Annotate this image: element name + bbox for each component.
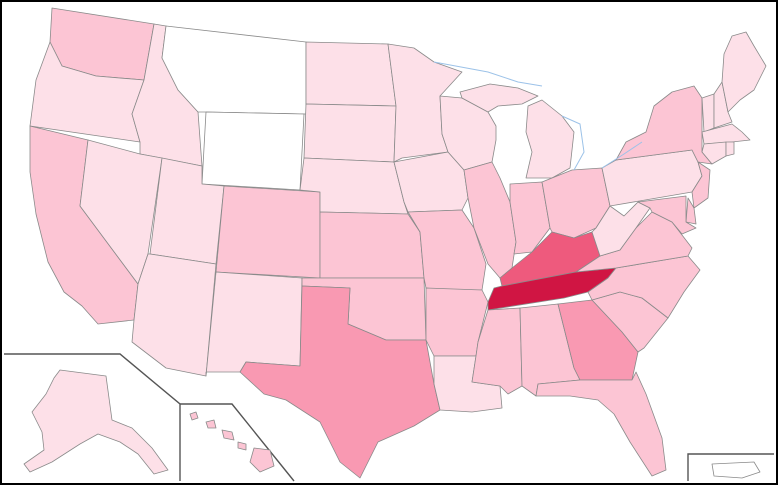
state-tx[interactable]	[239, 285, 441, 479]
state-ak[interactable]	[23, 369, 169, 475]
state-md[interactable]	[637, 195, 697, 235]
state-de[interactable]	[685, 197, 697, 225]
hawaii-inset-border	[180, 403, 295, 482]
state-pr[interactable]	[711, 461, 761, 479]
state-sd[interactable]	[303, 103, 397, 163]
puerto-rico-inset-border	[687, 453, 774, 481]
state-vt[interactable]	[701, 93, 715, 133]
state-co[interactable]	[215, 185, 321, 279]
state-az[interactable]	[131, 253, 217, 377]
state-wv[interactable]	[591, 201, 651, 257]
state-ri[interactable]	[725, 141, 735, 157]
state-nh[interactable]	[713, 81, 733, 129]
state-nc[interactable]	[587, 255, 701, 319]
state-hi[interactable]	[189, 411, 275, 473]
state-me[interactable]	[721, 31, 767, 113]
alaska-inset-border	[4, 353, 181, 481]
state-nd[interactable]	[305, 41, 397, 107]
state-mi[interactable]	[525, 99, 575, 179]
state-wy[interactable]	[201, 111, 305, 191]
state-ct[interactable]	[701, 141, 727, 165]
state-ny[interactable]	[615, 85, 713, 165]
state-fl[interactable]	[535, 371, 667, 477]
state-mi-upper[interactable]	[459, 83, 539, 113]
state-nm[interactable]	[205, 271, 303, 377]
state-ks[interactable]	[319, 211, 425, 279]
great-lakes-coastline	[433, 61, 643, 171]
